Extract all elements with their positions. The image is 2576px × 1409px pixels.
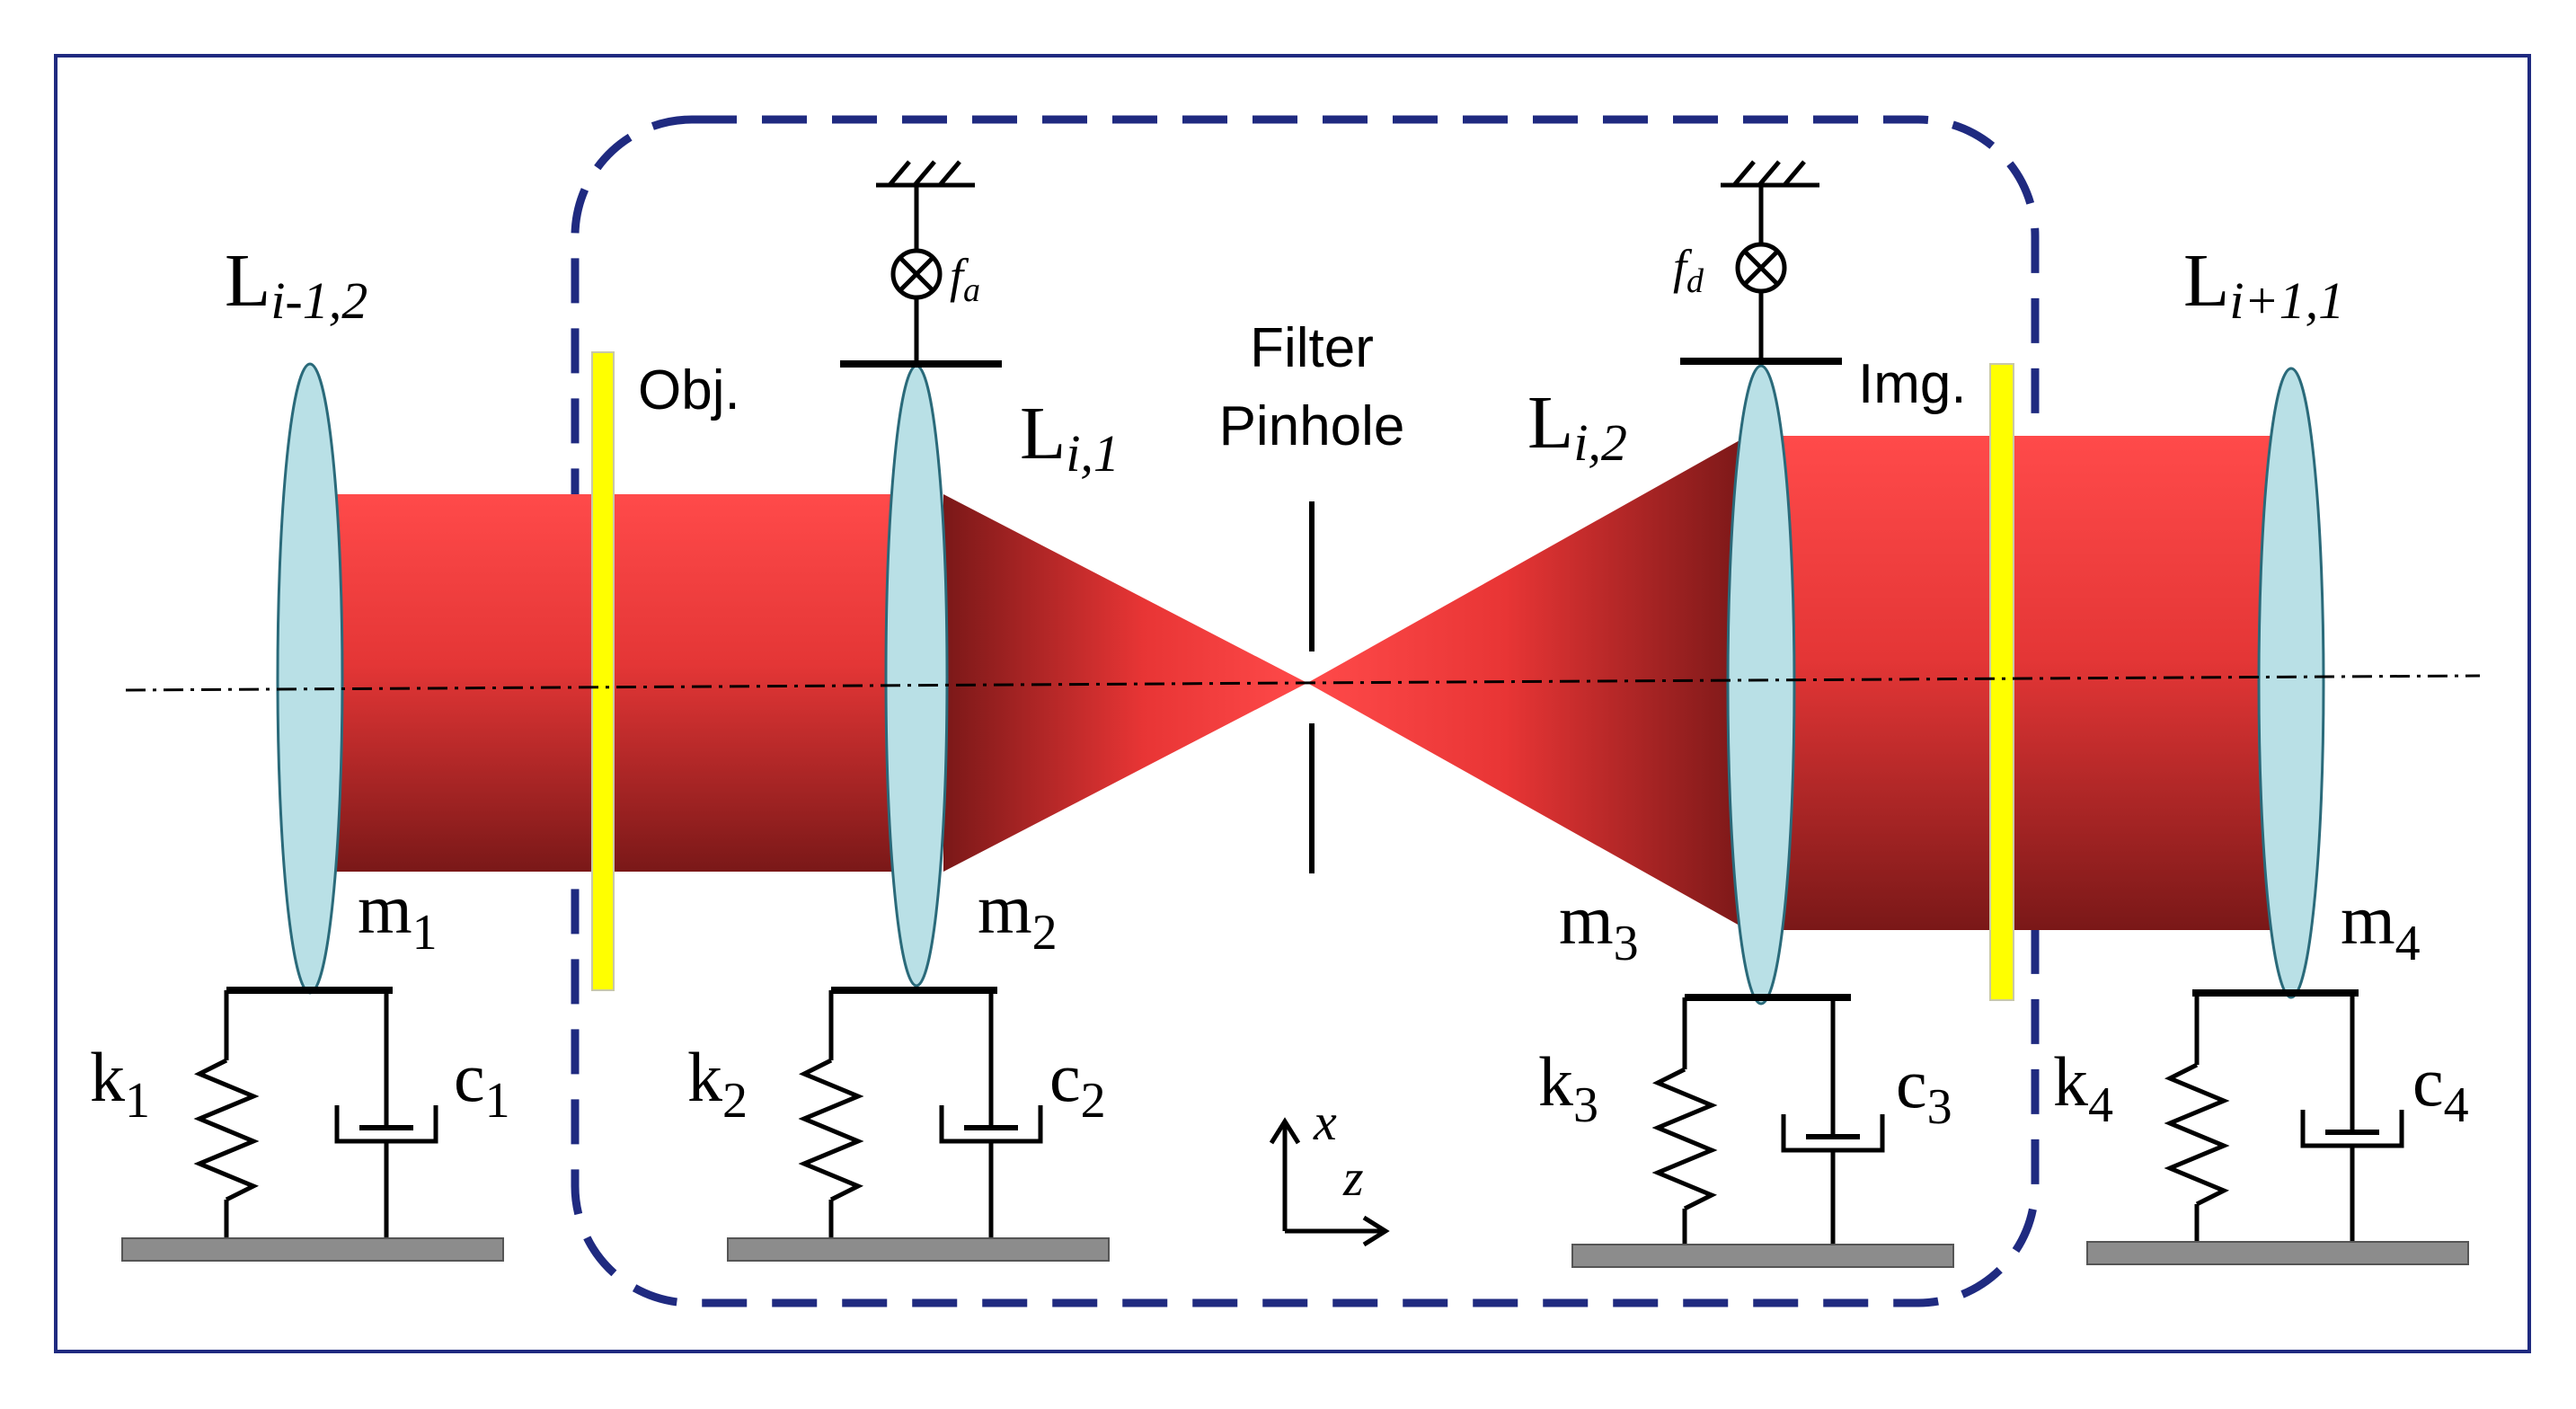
damper-1-label: c1: [454, 1038, 510, 1129]
spring-3-label: k3: [1538, 1042, 1598, 1133]
lens-next: [2257, 367, 2325, 999]
actuator-a: [840, 160, 1002, 368]
mass-1-label: m1: [358, 870, 438, 961]
mass-2-label: m2: [978, 870, 1058, 961]
ground-1: [121, 1237, 504, 1262]
object-plane-label: Obj.: [638, 359, 740, 421]
spring-2-label: k2: [687, 1038, 748, 1129]
lens-i2: [1726, 364, 1796, 1006]
axis-z-label: z: [1342, 1148, 1364, 1207]
support-4: [2164, 989, 2404, 1242]
image-plane-label: Img.: [1858, 353, 1967, 415]
lens-i1-label: Li,1: [1020, 392, 1120, 483]
ground-4: [2086, 1241, 2469, 1265]
support-3: [1651, 994, 1885, 1245]
axis-x-label: x: [1313, 1093, 1337, 1151]
spring-1-label: k1: [90, 1038, 150, 1129]
diverging-cone: [1307, 436, 1748, 930]
lens-prev: [276, 362, 344, 995]
object-plane: [591, 351, 615, 991]
collimated-beam-right: [1748, 436, 2296, 930]
optical-axis: [125, 674, 2481, 692]
ground-3: [1571, 1244, 1954, 1268]
mass-4-label: m4: [2341, 881, 2421, 971]
image-plane: [1989, 363, 2014, 1001]
ground-2: [727, 1237, 1110, 1262]
mass-3-label: m3: [1559, 881, 1639, 971]
lens-i2-label: Li,2: [1527, 381, 1627, 472]
support-1: [193, 987, 438, 1238]
pinhole-label: Pinhole: [1219, 395, 1405, 457]
lens-i1: [884, 364, 949, 988]
damper-2-label: c2: [1049, 1038, 1106, 1129]
coordinate-axes: [1269, 1117, 1390, 1247]
lens-next-label: Li+1,1: [2183, 239, 2344, 330]
support-2: [798, 987, 1043, 1238]
filter-label: Filter: [1250, 317, 1374, 379]
damper-4-label: c4: [2412, 1042, 2469, 1133]
spring-4-label: k4: [2053, 1042, 2113, 1133]
lens-prev-label: Li-1,2: [225, 239, 367, 330]
actuator-d: [1680, 160, 1842, 365]
damper-3-label: c3: [1896, 1044, 1952, 1135]
